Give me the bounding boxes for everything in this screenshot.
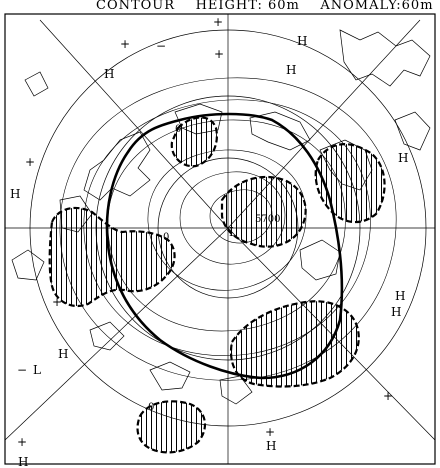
anomaly-region	[170, 116, 218, 168]
map-frame	[4, 13, 436, 465]
anomaly-region	[136, 400, 207, 454]
anomaly-region	[314, 143, 386, 224]
anomaly-regions	[48, 116, 386, 454]
high-marker: H	[297, 34, 307, 48]
zero-contour-label: 0	[148, 402, 154, 413]
high-marker: H	[398, 151, 408, 165]
minus-marker: −	[156, 39, 166, 53]
anomaly-region	[220, 175, 307, 248]
plus-marker: +	[52, 295, 62, 309]
map-header: CONTOUR HEIGHT: 60m ANOMALY:60m	[96, 0, 434, 13]
coastline	[249, 111, 311, 151]
plus-marker: +	[17, 435, 27, 449]
high-marker: H	[286, 63, 296, 77]
plus-marker: +	[120, 37, 130, 51]
coastline	[219, 375, 253, 405]
low-marker: L	[33, 363, 41, 377]
high-marker: H	[10, 187, 20, 201]
high-marker: H	[58, 347, 68, 361]
high-marker: H	[104, 67, 114, 81]
plus-marker: +	[383, 389, 393, 403]
coastline	[394, 111, 431, 151]
contour-labels: 0 0 0 5700	[148, 124, 280, 413]
coastline	[24, 71, 49, 97]
high-marker: H	[395, 289, 405, 303]
meridian	[39, 19, 229, 229]
low-marker: L	[229, 225, 237, 239]
high-marker: H	[266, 439, 276, 453]
plus-marker: +	[25, 155, 35, 169]
high-marker: H	[391, 305, 401, 319]
high-marker: H	[18, 455, 28, 468]
zero-contour-label: 0	[175, 124, 181, 135]
anomaly-region	[48, 206, 176, 308]
coastline	[89, 321, 125, 351]
anomaly-region	[229, 300, 360, 388]
coastline	[339, 29, 431, 87]
coastline	[299, 239, 341, 281]
pressure-markers: H H H H H H H H H H L L + + + + + + + + …	[10, 15, 408, 468]
coastline	[149, 361, 191, 391]
zero-contour-label: 0	[163, 232, 169, 243]
plus-marker: +	[265, 425, 275, 439]
coastline	[83, 131, 151, 201]
meridian	[4, 227, 229, 441]
height-value-label: 5700	[255, 214, 280, 225]
coastline	[11, 249, 45, 281]
plus-marker: +	[213, 15, 223, 29]
plus-marker: +	[214, 47, 224, 61]
height-contour	[59, 77, 397, 381]
minus-marker: −	[17, 363, 27, 377]
